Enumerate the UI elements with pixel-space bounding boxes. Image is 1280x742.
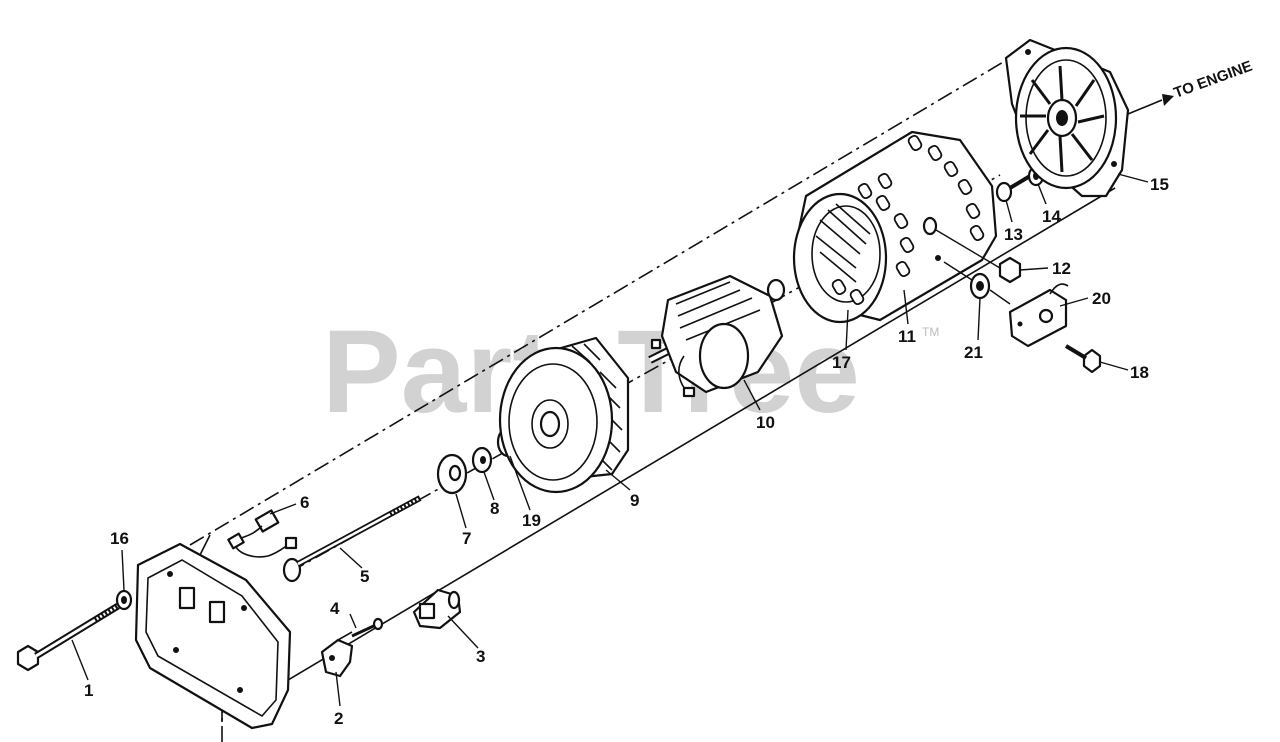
callout-5: 5 xyxy=(360,567,369,586)
callout-16: 16 xyxy=(110,529,129,548)
callout-18: 18 xyxy=(1130,363,1149,382)
callout-7: 7 xyxy=(462,529,471,548)
callout-12: 12 xyxy=(1052,259,1071,278)
callout-8: 8 xyxy=(490,499,499,518)
part-13-bolt xyxy=(995,174,1032,203)
part-1-bolt xyxy=(16,603,120,672)
part-11-stator-housing xyxy=(792,130,998,324)
part-15-adapter xyxy=(1004,38,1174,198)
callout-1: 1 xyxy=(84,681,93,700)
callout-15: 15 xyxy=(1150,175,1169,194)
callout-20: 20 xyxy=(1092,289,1111,308)
callout-11: 11 xyxy=(898,327,916,346)
callout-4: 4 xyxy=(330,599,340,618)
part-12-nut xyxy=(935,229,1022,284)
part-18-bolt xyxy=(1064,344,1102,374)
to-engine-label: TO ENGINE xyxy=(1172,58,1255,102)
part-4-screw xyxy=(351,617,384,638)
callout-17: 17 xyxy=(832,353,851,372)
part-10-rotor xyxy=(648,274,786,398)
callout-labels: 1 2 3 4 5 6 7 8 9 10 11 12 13 14 15 16 1… xyxy=(84,175,1169,728)
part-6-connector xyxy=(227,509,298,558)
callout-13: 13 xyxy=(1004,225,1023,244)
part-3-switch xyxy=(412,588,462,630)
part-2-bracket xyxy=(320,631,354,678)
callout-9: 9 xyxy=(630,491,639,510)
callout-2: 2 xyxy=(334,709,343,728)
callout-6: 6 xyxy=(300,493,309,512)
part-21-washer xyxy=(943,261,991,300)
part-20-bracket xyxy=(989,283,1069,348)
part-9-fan xyxy=(498,336,630,494)
part-8-washer xyxy=(471,446,493,474)
part-5-through-bolt xyxy=(282,495,422,583)
leader-lines xyxy=(71,173,1149,707)
part-16-washer xyxy=(115,589,133,611)
callout-21: 21 xyxy=(964,343,983,362)
end-cover xyxy=(134,542,292,730)
callout-19: 19 xyxy=(522,511,541,530)
part-7-washer xyxy=(436,453,468,495)
callout-3: 3 xyxy=(476,647,485,666)
callout-14: 14 xyxy=(1042,207,1061,226)
watermark-tm: TM xyxy=(922,325,939,339)
callout-10: 10 xyxy=(756,413,775,432)
